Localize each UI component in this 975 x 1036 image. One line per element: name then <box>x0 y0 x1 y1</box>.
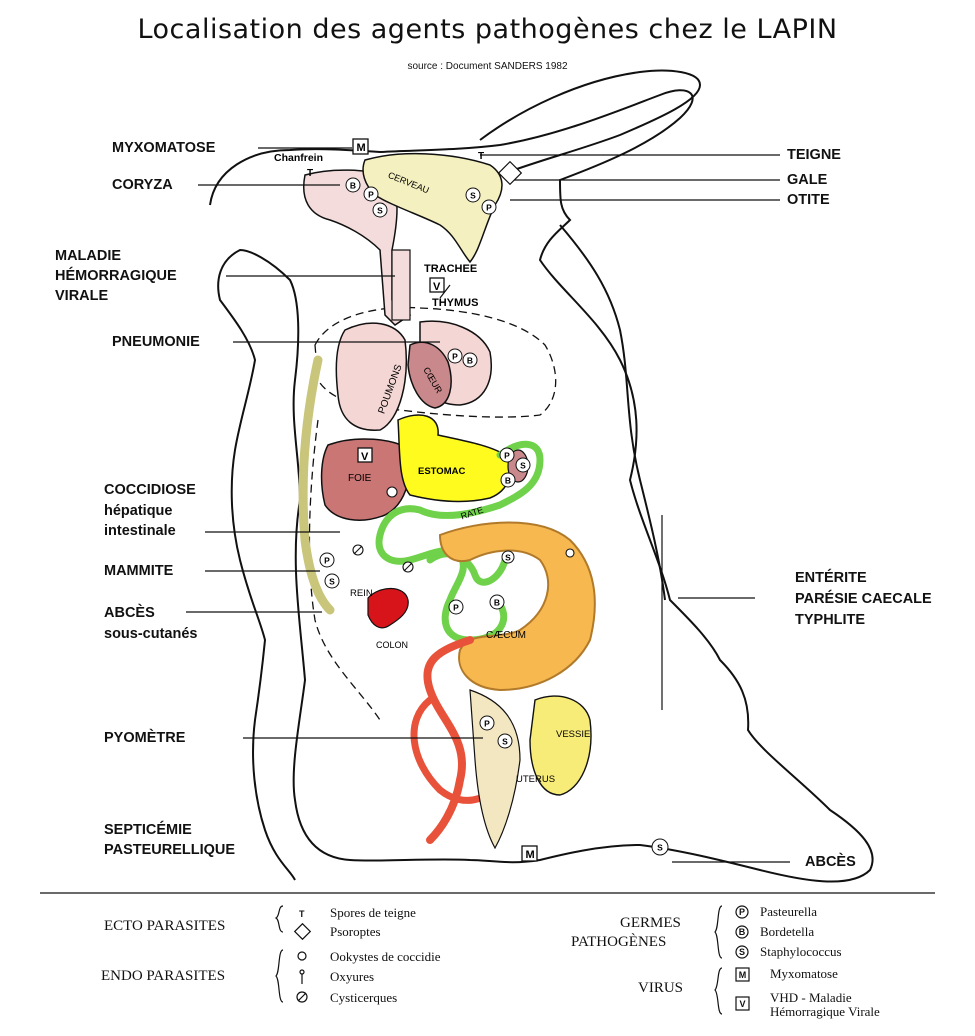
label-septicemie-1: SEPTICÉMIE <box>104 820 192 840</box>
label-pyometre: PYOMÈTRE <box>104 728 185 748</box>
label-enterite-3: TYPHLITE <box>795 610 865 630</box>
legend-ecto-item-2: Psoroptes <box>330 924 381 940</box>
svg-text:B: B <box>494 598 500 608</box>
svg-text:S: S <box>502 737 508 747</box>
marker-m-genital-letter: M <box>526 849 535 861</box>
label-enterite-1: ENTÉRITE <box>795 568 867 588</box>
svg-text:V: V <box>739 999 745 1009</box>
svg-text:S: S <box>657 843 663 853</box>
organ-chanfrein: Chanfrein <box>274 152 323 164</box>
legend-germes-item-3: Staphylococcus <box>760 944 842 960</box>
svg-text:S: S <box>520 461 526 471</box>
label-abces-right: ABCÈS <box>805 852 856 872</box>
svg-text:P: P <box>486 203 492 213</box>
svg-text:S: S <box>505 553 511 563</box>
marker-v-thymus-letter: V <box>433 281 441 293</box>
legend-germes-item-2: Bordetella <box>760 924 814 940</box>
marker-myxomatose-head: M <box>353 139 368 154</box>
organ-caecum: CÆCUM <box>486 630 526 641</box>
svg-text:S: S <box>739 947 745 957</box>
label-maladie-3: VIRALE <box>55 286 108 306</box>
legend-endo-item-2: Oxyures <box>330 969 374 985</box>
svg-text:S: S <box>377 206 383 216</box>
organ-rate: RATE <box>459 505 484 522</box>
marker-m-head-letter: M <box>357 142 366 154</box>
organ-colon: COLON <box>376 640 408 650</box>
label-enterite-2: PARÉSIE CAECALE <box>795 589 932 609</box>
svg-text:P: P <box>324 556 330 566</box>
legend-virus-item-3: Hémorragique Virale <box>770 1004 880 1020</box>
svg-text:P: P <box>484 719 490 729</box>
label-myxomatose: MYXOMATOSE <box>112 138 215 158</box>
marker-v-liver-letter: V <box>361 451 369 463</box>
organ-foie: FOIE <box>348 473 372 484</box>
marker-vhd-liver: V <box>358 448 372 463</box>
label-coccidiose-2: hépatique <box>104 501 172 521</box>
label-otite: OTITE <box>787 190 830 210</box>
svg-text:B: B <box>350 181 356 191</box>
legend-germes-title-1: GERMES <box>620 915 681 932</box>
svg-text:B: B <box>505 476 511 486</box>
organ-trachee: TRACHEE <box>424 263 477 275</box>
label-pneumonie: PNEUMONIE <box>112 332 200 352</box>
svg-text:P: P <box>453 603 459 613</box>
label-mammite: MAMMITE <box>104 561 173 581</box>
legend-endo-item-3: Cysticerques <box>330 990 397 1006</box>
marker-myxomatose-genital: M <box>522 846 537 861</box>
label-abces-1: ABCÈS <box>104 603 155 623</box>
legend-germes-title-2: PATHOGÈNES <box>571 934 666 951</box>
legend-ecto-title: ECTO PARASITES <box>104 918 225 935</box>
svg-text:P: P <box>739 907 745 917</box>
legend-germes-item-1: Pasteurella <box>760 904 817 920</box>
marker-vhd-thymus: V <box>430 278 444 293</box>
legend-ecto-item-1: Spores de teigne <box>330 905 416 921</box>
organ-uterus: UTERUS <box>516 774 555 785</box>
marker-t-nose: T <box>307 168 313 179</box>
label-teigne: TEIGNE <box>787 145 841 165</box>
uterus <box>470 690 520 848</box>
organ-estomac: ESTOMAC <box>418 466 465 477</box>
svg-text:S: S <box>470 191 476 201</box>
svg-text:P: P <box>452 352 458 362</box>
svg-text:B: B <box>467 356 473 366</box>
label-coccidiose-1: COCCIDIOSE <box>104 480 196 500</box>
legend-endo-title: ENDO PARASITES <box>101 968 225 985</box>
organ-vessie: VESSIE <box>556 729 590 740</box>
organ-rein: REIN <box>350 588 373 599</box>
label-coryza: CORYZA <box>112 175 173 195</box>
svg-text:S: S <box>329 577 335 587</box>
label-septicemie-2: PASTEURELLIQUE <box>104 840 235 860</box>
legend-endo-item-1: Ookystes de coccidie <box>330 949 440 965</box>
label-coccidiose-3: intestinale <box>104 521 176 541</box>
svg-text:P: P <box>368 190 374 200</box>
marker-t-head: T <box>478 151 484 162</box>
svg-text:T: T <box>299 909 305 919</box>
organ-thymus: THYMUS <box>432 297 478 309</box>
label-maladie-1: MALADIE <box>55 246 121 266</box>
kidney <box>368 588 408 627</box>
svg-text:M: M <box>739 970 747 980</box>
svg-text:P: P <box>504 451 510 461</box>
trachea <box>392 250 410 320</box>
stomach <box>398 415 510 501</box>
legend-virus-item-1: Myxomatose <box>770 966 838 982</box>
label-gale: GALE <box>787 170 827 190</box>
legend-virus-title: VIRUS <box>638 980 683 997</box>
label-abces-2: sous-cutanés <box>104 624 197 644</box>
svg-text:B: B <box>739 927 746 937</box>
label-maladie-2: HÉMORRAGIQUE <box>55 266 177 286</box>
